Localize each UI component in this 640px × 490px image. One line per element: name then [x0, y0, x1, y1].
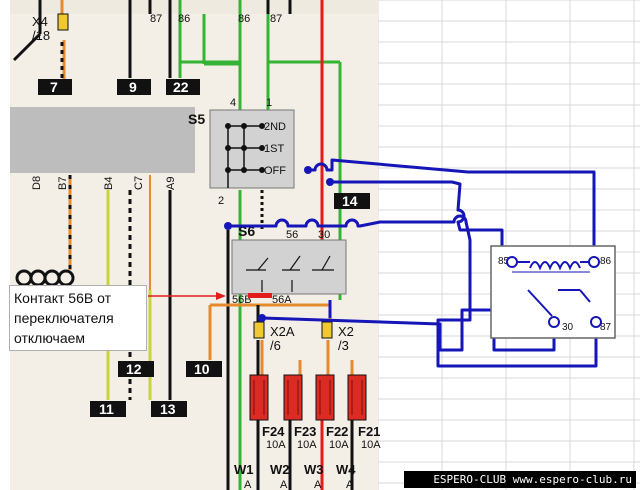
ecu-pin-a9: A9 — [165, 177, 177, 190]
connector-x4-label: X4 — [32, 14, 48, 29]
switch-s5-pin-1: 1 — [266, 97, 272, 109]
wire-w3-sub: A — [314, 479, 322, 490]
label-box-11-bg — [90, 401, 126, 417]
wire-w1: W1 — [234, 462, 254, 477]
label-box-9: 9 — [129, 79, 137, 95]
label-box-12: 12 — [126, 361, 142, 377]
ecu-block — [10, 107, 195, 173]
callout-note: Контакт 56В от переключателя отключаем — [9, 285, 147, 351]
label-box-22-bg — [166, 79, 200, 95]
background-grid — [377, 0, 640, 490]
wire-w2: W2 — [270, 462, 290, 477]
top-pin-right-1: 86 — [238, 13, 250, 25]
added-relay-pin-30: 30 — [562, 322, 574, 333]
switch-s5-pin-2: 2 — [218, 195, 224, 207]
switch-s5-body — [209, 109, 295, 189]
relay-s6-pin-56b: 56B — [232, 294, 252, 306]
connector-x2-label: X2 — [338, 324, 354, 339]
top-pin-right-2: 87 — [270, 13, 282, 25]
wire-w4: W4 — [336, 462, 356, 477]
bottom-connectors: X2A /6 X2 /3 — [253, 321, 354, 353]
ecu-pin-c7: C7 — [133, 176, 145, 190]
switch-s5-pos-2nd: 2ND — [264, 121, 286, 133]
added-relay-pin-85: 85 — [498, 256, 510, 267]
left-label-boxes: 7 9 22 12 10 11 13 — [38, 79, 222, 417]
wire-w3: W3 — [304, 462, 324, 477]
fuse-f22-name: F22 — [326, 424, 348, 439]
connector-x4-sublabel: /18 — [32, 28, 50, 43]
switch-s5-pin-4: 4 — [230, 97, 236, 109]
label-box-13: 13 — [160, 401, 176, 417]
added-relay-pin-86: 86 — [600, 256, 612, 267]
blue-junctions — [224, 166, 334, 322]
top-pin-left-2: 86 — [178, 13, 190, 25]
switch-s5: S5 4 1 2 2ND 1ST OFF — [188, 97, 295, 207]
relay-s6-body — [231, 239, 347, 295]
connector-x2a-symbol — [253, 321, 265, 339]
top-pin-left-1: 87 — [150, 13, 162, 25]
fuse-f24-rating: 10A — [266, 439, 286, 451]
schematic-paper-top-strip — [10, 0, 378, 14]
fuse-f23-body — [283, 374, 303, 421]
label-box-12-bg — [118, 361, 154, 377]
red-arrow — [148, 292, 272, 300]
wire-w2-sub: A — [280, 479, 288, 490]
added-relay: 85 86 30 87 — [490, 245, 616, 339]
added-relay-terminal-86 — [588, 256, 600, 268]
fuse-f22-rating: 10A — [329, 439, 349, 451]
label-box-7: 7 — [50, 79, 58, 95]
ecu-pin-d8: D8 — [31, 176, 43, 190]
added-relay-terminal-85 — [506, 256, 518, 268]
fuse-f23-rating: 10A — [297, 439, 317, 451]
fuse-f21-body — [347, 374, 367, 421]
watermark: ESPERO-CLUB www.espero-club.ru — [404, 471, 636, 488]
relay-s6-pin-56a: 56A — [272, 294, 292, 306]
fuse-f24-name: F24 — [262, 424, 285, 439]
wire-w1-sub: A — [244, 479, 252, 490]
fuse-f21-name: F21 — [358, 424, 380, 439]
relay-s6-pin-30: 30 — [318, 229, 330, 241]
connector-x4-symbol — [57, 13, 69, 31]
connector-x2-symbol — [321, 321, 333, 339]
switch-s5-pos-1st: 1ST — [264, 143, 284, 155]
ecu-pin-b4: B4 — [103, 177, 115, 190]
added-relay-terminal-30 — [548, 316, 560, 328]
label-box-9-bg — [117, 79, 151, 95]
label-box-14-bg — [334, 193, 370, 209]
label-box-11: 11 — [99, 401, 114, 417]
fuse-block: F24 10A F23 10A F22 10A F21 10A — [249, 374, 381, 451]
fuse-f23-name: F23 — [294, 424, 316, 439]
label-box-10-bg — [186, 361, 222, 377]
fuse-f22-body — [315, 374, 335, 421]
connector-x2a-sublabel: /6 — [270, 338, 281, 353]
top-pin-labels: 87 86 86 87 — [150, 13, 282, 25]
added-relay-pin-87: 87 — [600, 322, 612, 333]
added-blue-wiring — [228, 158, 598, 368]
ecu-pin-b7: B7 — [57, 177, 69, 190]
connector-x2-sublabel: /3 — [338, 338, 349, 353]
bottom-wire-labels: W1 A W2 A W3 A W4 A — [234, 462, 356, 490]
disconnect-marker — [248, 293, 272, 298]
wire-w4-sub: A — [346, 479, 354, 490]
added-relay-terminal-87 — [590, 316, 602, 328]
switch-s5-label: S5 — [188, 111, 205, 127]
relay-s6-pin-56: 56 — [286, 229, 298, 241]
label-box-13-bg — [151, 401, 187, 417]
fuse-f24-body — [249, 374, 269, 421]
fuse-f21-rating: 10A — [361, 439, 381, 451]
switch-s5-pos-off: OFF — [264, 165, 286, 177]
relay-s6: S6 56 30 56B 56A — [231, 223, 347, 306]
label-box-14: 14 — [342, 193, 358, 209]
connector-x2a-label: X2A — [270, 324, 295, 339]
label-box-10: 10 — [194, 361, 210, 377]
label-box-22: 22 — [173, 79, 189, 95]
label-box-7-bg — [38, 79, 72, 95]
ecu-pin-labels: D8 B7 B4 C7 A9 — [31, 176, 177, 190]
